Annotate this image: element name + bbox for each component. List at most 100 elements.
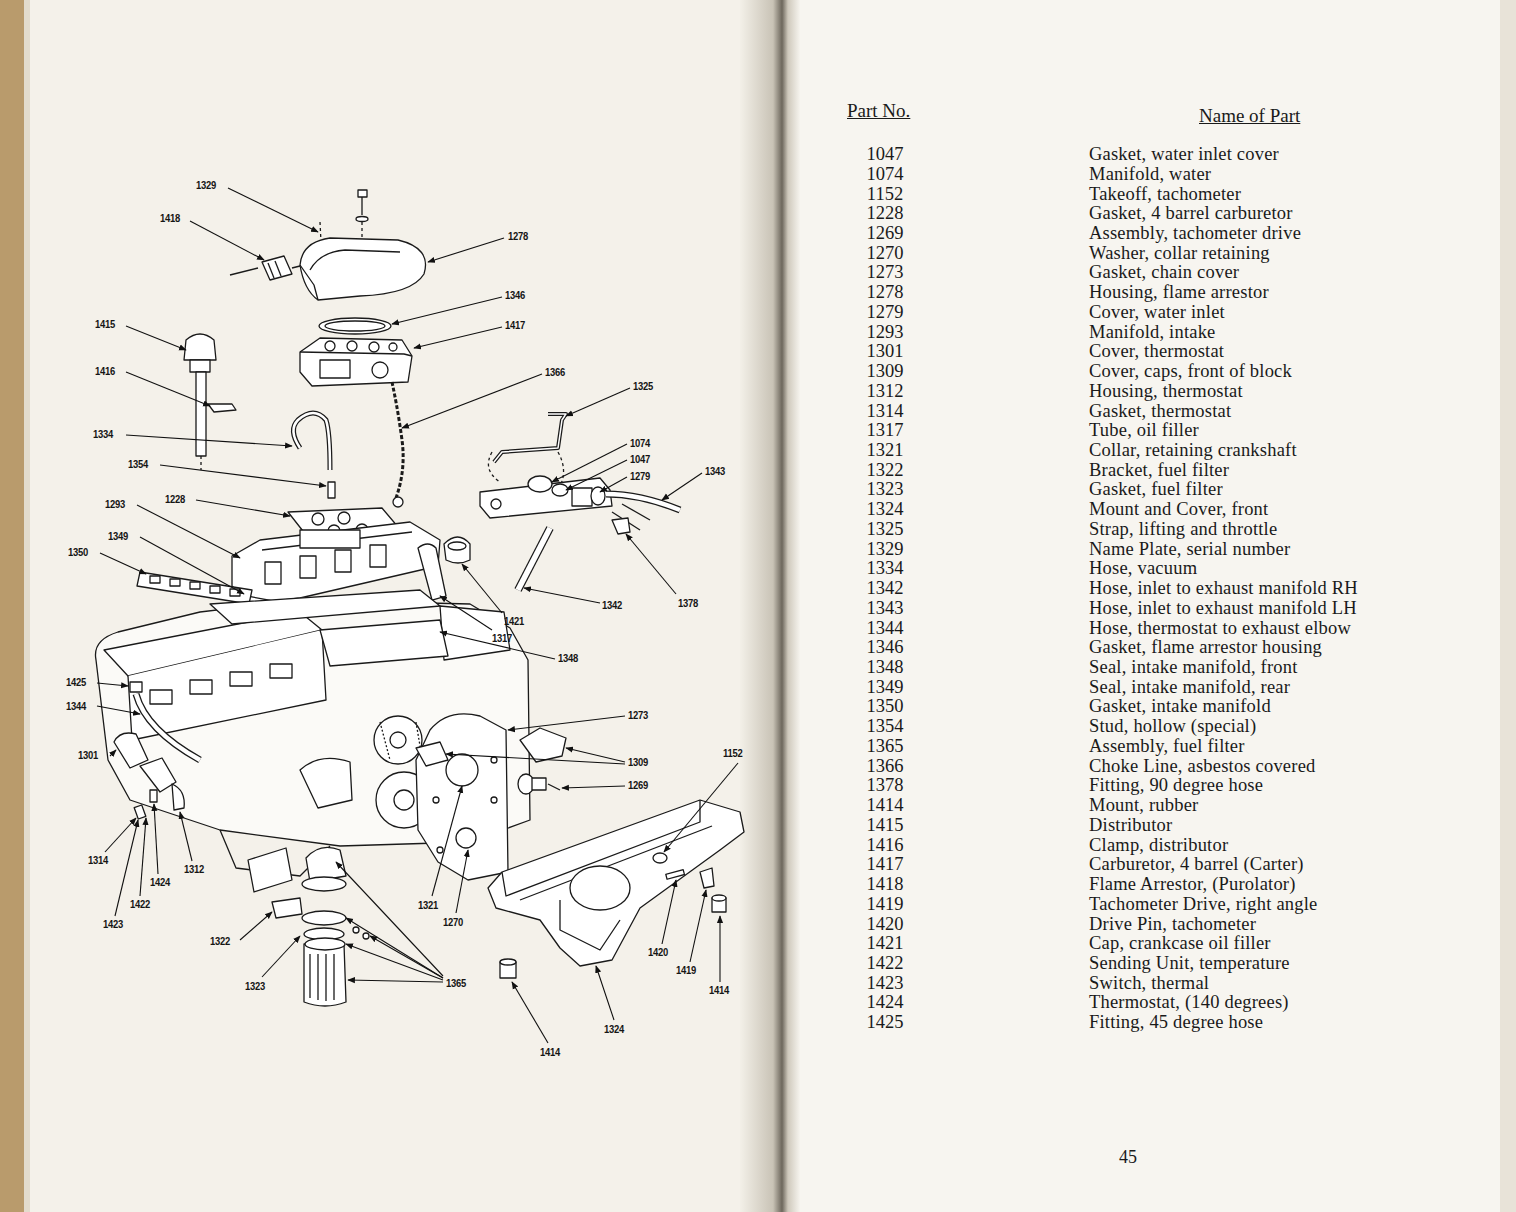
illustration-part bbox=[700, 868, 714, 888]
leader-line bbox=[664, 763, 738, 852]
part-name-cell: Fitting, 90 degree hose bbox=[1089, 776, 1263, 795]
leader-line bbox=[100, 553, 146, 574]
illustration-part bbox=[130, 682, 142, 692]
callout-number: 1378 bbox=[678, 598, 698, 610]
callout-number: 1424 bbox=[150, 877, 170, 889]
illustration-part bbox=[416, 714, 508, 880]
callout-number: 1418 bbox=[160, 213, 180, 225]
callout-number: 1329 bbox=[196, 180, 216, 192]
part-name-cell: Fitting, 45 degree hose bbox=[1089, 1013, 1263, 1032]
callout-number: 1425 bbox=[66, 677, 86, 689]
part-number-cell: 1324 bbox=[845, 500, 925, 519]
callout-number: 1152 bbox=[723, 748, 742, 760]
leader-line bbox=[462, 564, 502, 613]
callout-number: 1354 bbox=[128, 459, 148, 471]
part-number-cell: 1415 bbox=[845, 816, 925, 835]
illustration-part bbox=[653, 853, 667, 863]
illustration-part bbox=[606, 494, 680, 510]
part-number-cell: 1301 bbox=[845, 342, 925, 361]
leader-line bbox=[562, 786, 625, 788]
leader-line bbox=[190, 221, 264, 260]
part-number-cell: 1417 bbox=[845, 855, 925, 874]
leader-line bbox=[97, 683, 128, 686]
illustration-part bbox=[310, 250, 400, 270]
part-name-cell: Assembly, tachometer drive bbox=[1089, 224, 1301, 243]
leader-line bbox=[110, 750, 116, 756]
illustration-part bbox=[248, 848, 292, 892]
part-number-cell: 1325 bbox=[845, 520, 925, 539]
callout-number: 1273 bbox=[628, 710, 648, 722]
part-number-cell: 1365 bbox=[845, 737, 925, 756]
part-name-cell: Carburetor, 4 barrel (Carter) bbox=[1089, 855, 1304, 874]
leader-line bbox=[566, 388, 630, 416]
callout-number: 1365 bbox=[446, 978, 466, 990]
leader-line bbox=[97, 706, 140, 714]
illustration-part bbox=[184, 334, 216, 360]
illustration-part bbox=[300, 556, 316, 578]
callout-number: 1312 bbox=[184, 864, 204, 876]
leader-line bbox=[392, 297, 502, 324]
leader-line bbox=[154, 804, 158, 874]
illustration-part bbox=[210, 590, 440, 624]
illustration-part bbox=[488, 452, 500, 482]
illustration-part bbox=[270, 664, 292, 678]
illustration-part bbox=[416, 742, 448, 766]
part-number-cell: 1420 bbox=[845, 915, 925, 934]
illustration-part bbox=[325, 341, 335, 351]
illustration-part bbox=[437, 847, 443, 853]
illustration-part bbox=[300, 352, 412, 356]
illustration-part bbox=[591, 487, 605, 505]
callout-number: 1414 bbox=[709, 985, 729, 997]
illustration-part bbox=[448, 542, 466, 550]
leader-line bbox=[402, 374, 542, 428]
illustration-part bbox=[393, 497, 403, 507]
part-name-cell: Takeoff, tachometer bbox=[1089, 185, 1241, 204]
leader-line bbox=[432, 786, 462, 896]
illustration-part bbox=[128, 630, 326, 740]
illustration-part bbox=[433, 797, 439, 803]
illustration-part bbox=[558, 452, 564, 486]
illustration-part bbox=[210, 586, 220, 593]
part-name-cell: Hose, thermostat to exhaust elbow bbox=[1089, 619, 1351, 638]
part-name-cell: Cover, thermostat bbox=[1089, 342, 1224, 361]
leader-line bbox=[228, 188, 318, 232]
part-number-cell: 1425 bbox=[845, 1013, 925, 1032]
part-name-cell: Gasket, 4 barrel carburetor bbox=[1089, 204, 1293, 223]
illustration-part bbox=[300, 338, 412, 386]
part-name-cell: Gasket, chain cover bbox=[1089, 263, 1239, 282]
callout-number: 1278 bbox=[508, 231, 528, 243]
illustration-part bbox=[491, 757, 497, 763]
illustration-part bbox=[740, 0, 800, 1212]
illustration-part bbox=[170, 579, 180, 586]
part-name-cell: Hose, inlet to exhaust manifold RH bbox=[1089, 579, 1358, 598]
illustration-part bbox=[302, 911, 346, 925]
illustration-part bbox=[140, 758, 176, 792]
callout-number: 1334 bbox=[93, 429, 113, 441]
illustration-part bbox=[500, 959, 516, 965]
part-name-cell: Assembly, fuel filter bbox=[1089, 737, 1245, 756]
illustration-part bbox=[1500, 0, 1516, 1212]
illustration-part bbox=[190, 360, 210, 372]
leader-line bbox=[140, 818, 146, 896]
part-name-cell: Drive Pin, tachometer bbox=[1089, 915, 1256, 934]
illustration-part bbox=[208, 404, 236, 412]
part-number-cell: 1152 bbox=[845, 185, 925, 204]
illustration-part bbox=[150, 790, 157, 802]
callout-number: 1270 bbox=[443, 917, 463, 929]
callout-number: 1047 bbox=[630, 454, 650, 466]
illustration-part bbox=[305, 938, 345, 950]
part-name-cell: Gasket, flame arrestor housing bbox=[1089, 638, 1322, 657]
illustration-part bbox=[488, 800, 744, 966]
callout-number: 1414 bbox=[540, 1047, 560, 1059]
part-number-cell: 1421 bbox=[845, 934, 925, 953]
illustration-part bbox=[552, 484, 568, 496]
illustration-part bbox=[335, 550, 351, 572]
callout-number: 1344 bbox=[66, 701, 86, 713]
part-number-cell: 1348 bbox=[845, 658, 925, 677]
callout-number: 1325 bbox=[633, 381, 653, 393]
illustration-part bbox=[320, 360, 350, 378]
part-name-cell: Housing, thermostat bbox=[1089, 382, 1243, 401]
callout-number: 1415 bbox=[95, 319, 115, 331]
part-name-cell: Sending Unit, temperature bbox=[1089, 954, 1290, 973]
illustration-part bbox=[150, 690, 172, 704]
